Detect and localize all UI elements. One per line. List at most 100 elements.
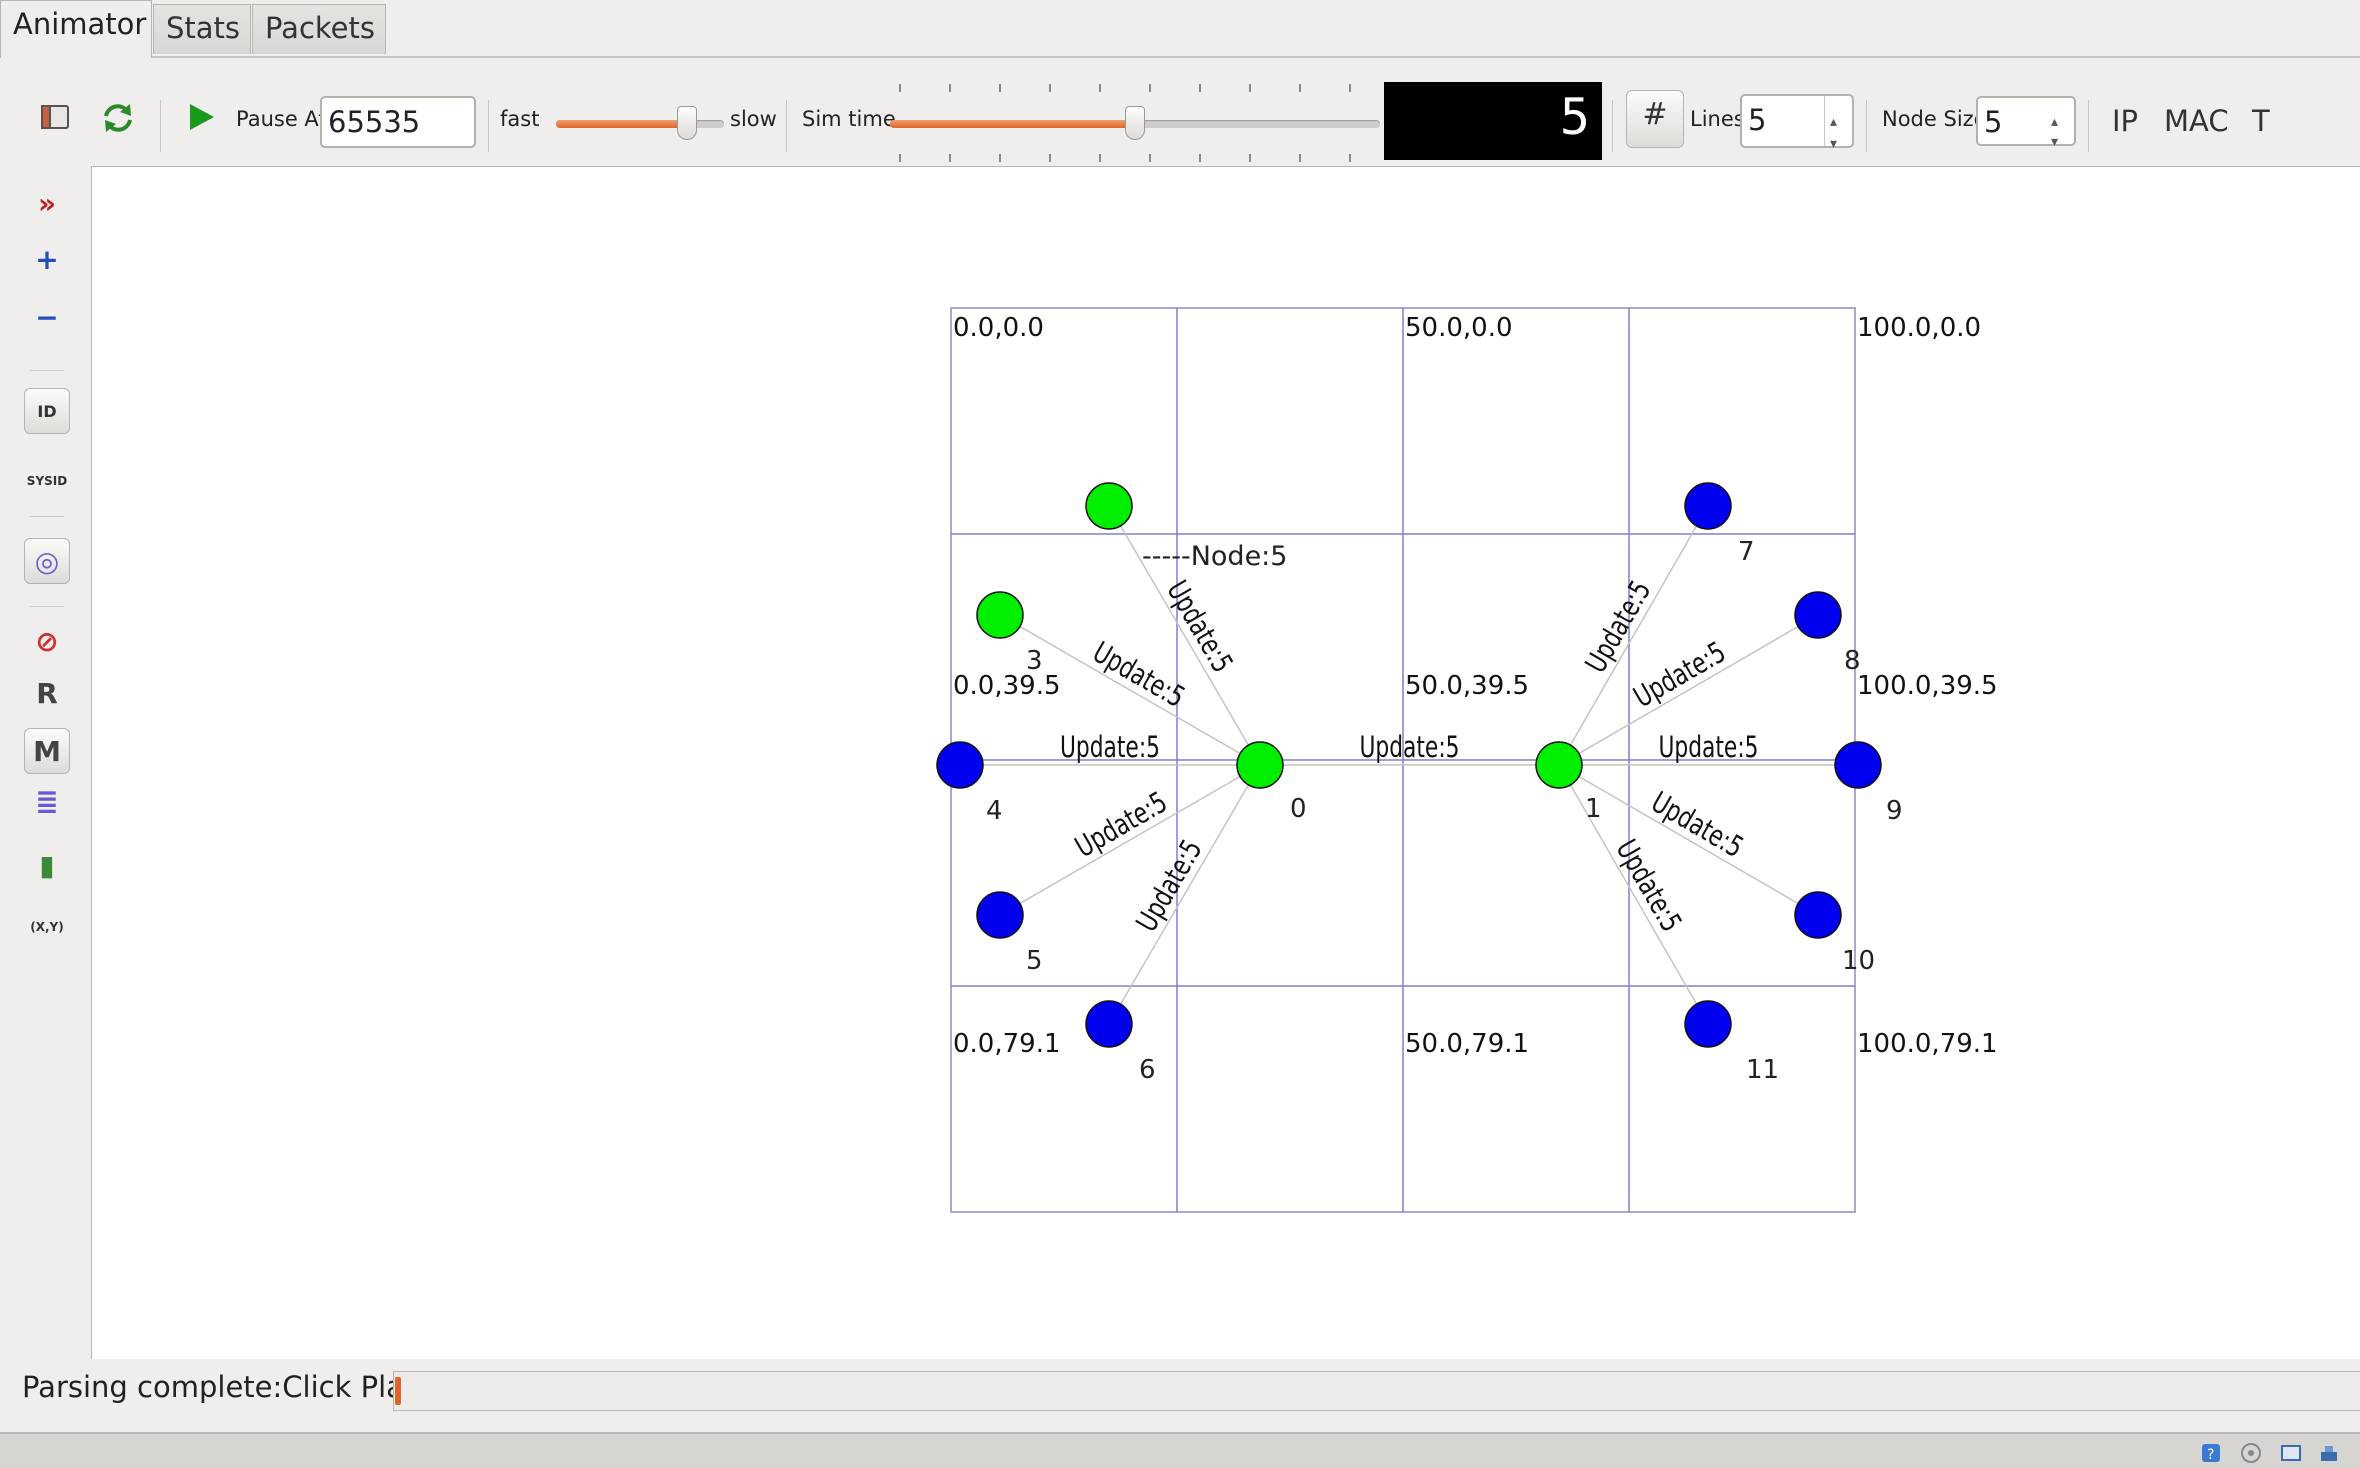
open-file-icon[interactable]: [38, 100, 72, 134]
lines-list-icon-glyph: ≣: [35, 784, 59, 818]
show-sysid-icon-glyph: SYSID: [26, 474, 68, 488]
grid-hash-icon[interactable]: #: [1626, 90, 1684, 148]
reload-icon[interactable]: [100, 100, 136, 136]
sim-time-label: Sim time: [802, 107, 896, 131]
sim-time-slider-handle[interactable]: [1125, 106, 1145, 140]
show-node-id-icon-glyph: ID: [37, 401, 57, 421]
t-toggle[interactable]: T: [2252, 104, 2270, 138]
node-circle[interactable]: [1236, 741, 1284, 789]
grid-coordinate-label: 50.0,39.5: [1405, 671, 1529, 701]
grid-coordinate-label: 50.0,0.0: [1405, 313, 1513, 343]
toolbar: Pause At 65535 fast slow Sim time 5: [0, 60, 2360, 166]
link-line: [1558, 764, 1709, 1025]
link-line: [1108, 505, 1261, 766]
zoom-in-icon[interactable]: +: [24, 236, 70, 282]
tray-help-icon[interactable]: ?: [2200, 1442, 2222, 1464]
ip-toggle[interactable]: IP: [2112, 104, 2139, 138]
mobility-m-icon-glyph: M: [33, 734, 61, 768]
battery-icon[interactable]: ▮: [24, 842, 70, 888]
xy-cursor-icon[interactable]: (X,Y): [24, 904, 70, 950]
reset-r-icon-glyph: R: [36, 676, 58, 710]
lines-spin-arrows[interactable]: ▴▾: [1824, 96, 1852, 152]
mobility-m-icon[interactable]: M: [24, 728, 70, 774]
sim-time-display: 5: [1384, 82, 1602, 160]
node-circle[interactable]: [1834, 741, 1882, 789]
node-id-label: 3: [1026, 646, 1043, 676]
expand-panel-icon[interactable]: »: [24, 180, 70, 226]
node-circle[interactable]: [936, 741, 984, 789]
lines-spinbox[interactable]: 5 ▴▾: [1740, 94, 1854, 152]
reset-r-icon[interactable]: R: [24, 670, 70, 716]
node-id-label: 1: [1585, 794, 1602, 824]
link-line: [1108, 764, 1261, 1025]
node-size-value: 5: [1984, 105, 2003, 139]
sim-time-ticks: [899, 84, 1351, 162]
tray-disc-icon[interactable]: [2240, 1442, 2262, 1464]
wireless-circles-icon[interactable]: ◎: [24, 538, 70, 584]
system-tray-bar: ?: [0, 1432, 2360, 1468]
link-label: Update:5: [1659, 730, 1759, 764]
lines-list-icon[interactable]: ≣: [24, 778, 70, 824]
node-circle[interactable]: [1794, 891, 1842, 939]
grid-coordinate-label: 0.0,79.1: [953, 1029, 1061, 1059]
speed-fast-label: fast: [500, 107, 540, 131]
speed-slider[interactable]: [556, 106, 724, 146]
node-id-label: 7: [1738, 537, 1755, 567]
sim-time-slider[interactable]: [890, 84, 1380, 164]
pause-at-input[interactable]: 65535: [320, 96, 476, 148]
battery-icon-glyph: ▮: [39, 848, 55, 882]
link-line: [1558, 614, 1819, 766]
node-id-label: 8: [1844, 646, 1861, 676]
node-circle[interactable]: [1535, 741, 1583, 789]
node-circle[interactable]: [1684, 1000, 1732, 1048]
grid-coordinate-label: 50.0,79.1: [1405, 1029, 1529, 1059]
xy-cursor-icon-glyph: (X,Y): [30, 920, 64, 934]
mac-toggle[interactable]: MAC: [2164, 104, 2229, 138]
link-line: [999, 764, 1261, 916]
network-scene: 0.0,0.0 50.0,0.0 100.0,0.0 0.0,39.5 50.0,39.…: [936, 307, 1998, 1213]
node-circle[interactable]: [1794, 591, 1842, 639]
grid-coordinate-label: 100.0,0.0: [1857, 313, 1981, 343]
node-circle[interactable]: [1085, 1000, 1133, 1048]
show-node-id-icon[interactable]: ID: [24, 388, 70, 434]
tray-window-icon[interactable]: [2280, 1442, 2302, 1464]
node-size-spin-arrows[interactable]: ▴▾: [2051, 114, 2059, 150]
lines-value: 5: [1748, 103, 1767, 137]
expand-panel-icon-glyph: »: [37, 186, 57, 220]
link-line: [1558, 764, 1819, 916]
node-id-label: 5: [1026, 946, 1043, 976]
grid-coordinate-label: 0.0,39.5: [953, 671, 1061, 701]
node-annotation: -----Node:5: [1142, 541, 1287, 572]
node-size-label: Node Size: [1882, 107, 1987, 131]
link-label: Update:5: [1360, 730, 1460, 764]
grid-coordinate-label: 100.0,39.5: [1857, 671, 1998, 701]
node-circle[interactable]: [1085, 482, 1133, 530]
zoom-out-icon[interactable]: −: [24, 294, 70, 340]
no-entry-icon[interactable]: ⊘: [24, 618, 70, 664]
speed-slider-handle[interactable]: [677, 106, 698, 140]
node-id-label: 9: [1886, 796, 1903, 826]
node-circle[interactable]: [976, 891, 1024, 939]
no-entry-icon-glyph: ⊘: [35, 624, 59, 658]
play-icon[interactable]: [186, 102, 216, 132]
node-id-label: 6: [1139, 1055, 1156, 1085]
node-size-spinbox[interactable]: 5 ▴▾: [1976, 96, 2076, 150]
node-circle[interactable]: [1684, 482, 1732, 530]
zoom-in-icon-glyph: +: [35, 242, 59, 276]
link-line: [999, 614, 1261, 766]
animation-canvas[interactable]: 0.0,0.0 50.0,0.0 100.0,0.0 0.0,39.5 50.0,39.…: [91, 166, 2360, 1359]
node-id-label: 0: [1290, 794, 1307, 824]
svg-text:?: ?: [2207, 1447, 2214, 1463]
tab-packets[interactable]: Packets: [252, 4, 386, 54]
node-circle[interactable]: [976, 591, 1024, 639]
lines-label: Lines: [1690, 107, 1745, 131]
tab-stats[interactable]: Stats: [153, 4, 251, 54]
sim-time-display-value: 5: [1559, 88, 1590, 146]
speed-slow-label: slow: [730, 107, 777, 131]
status-area: Parsing complete:Click Play: [0, 1362, 2360, 1414]
tray-network-icon[interactable]: [2318, 1442, 2340, 1464]
status-progress-bar: [393, 1371, 2360, 1411]
show-sysid-icon[interactable]: SYSID: [24, 458, 70, 504]
grid-coordinate-label: 0.0,0.0: [953, 313, 1044, 343]
tab-animator[interactable]: Animator: [0, 0, 152, 58]
